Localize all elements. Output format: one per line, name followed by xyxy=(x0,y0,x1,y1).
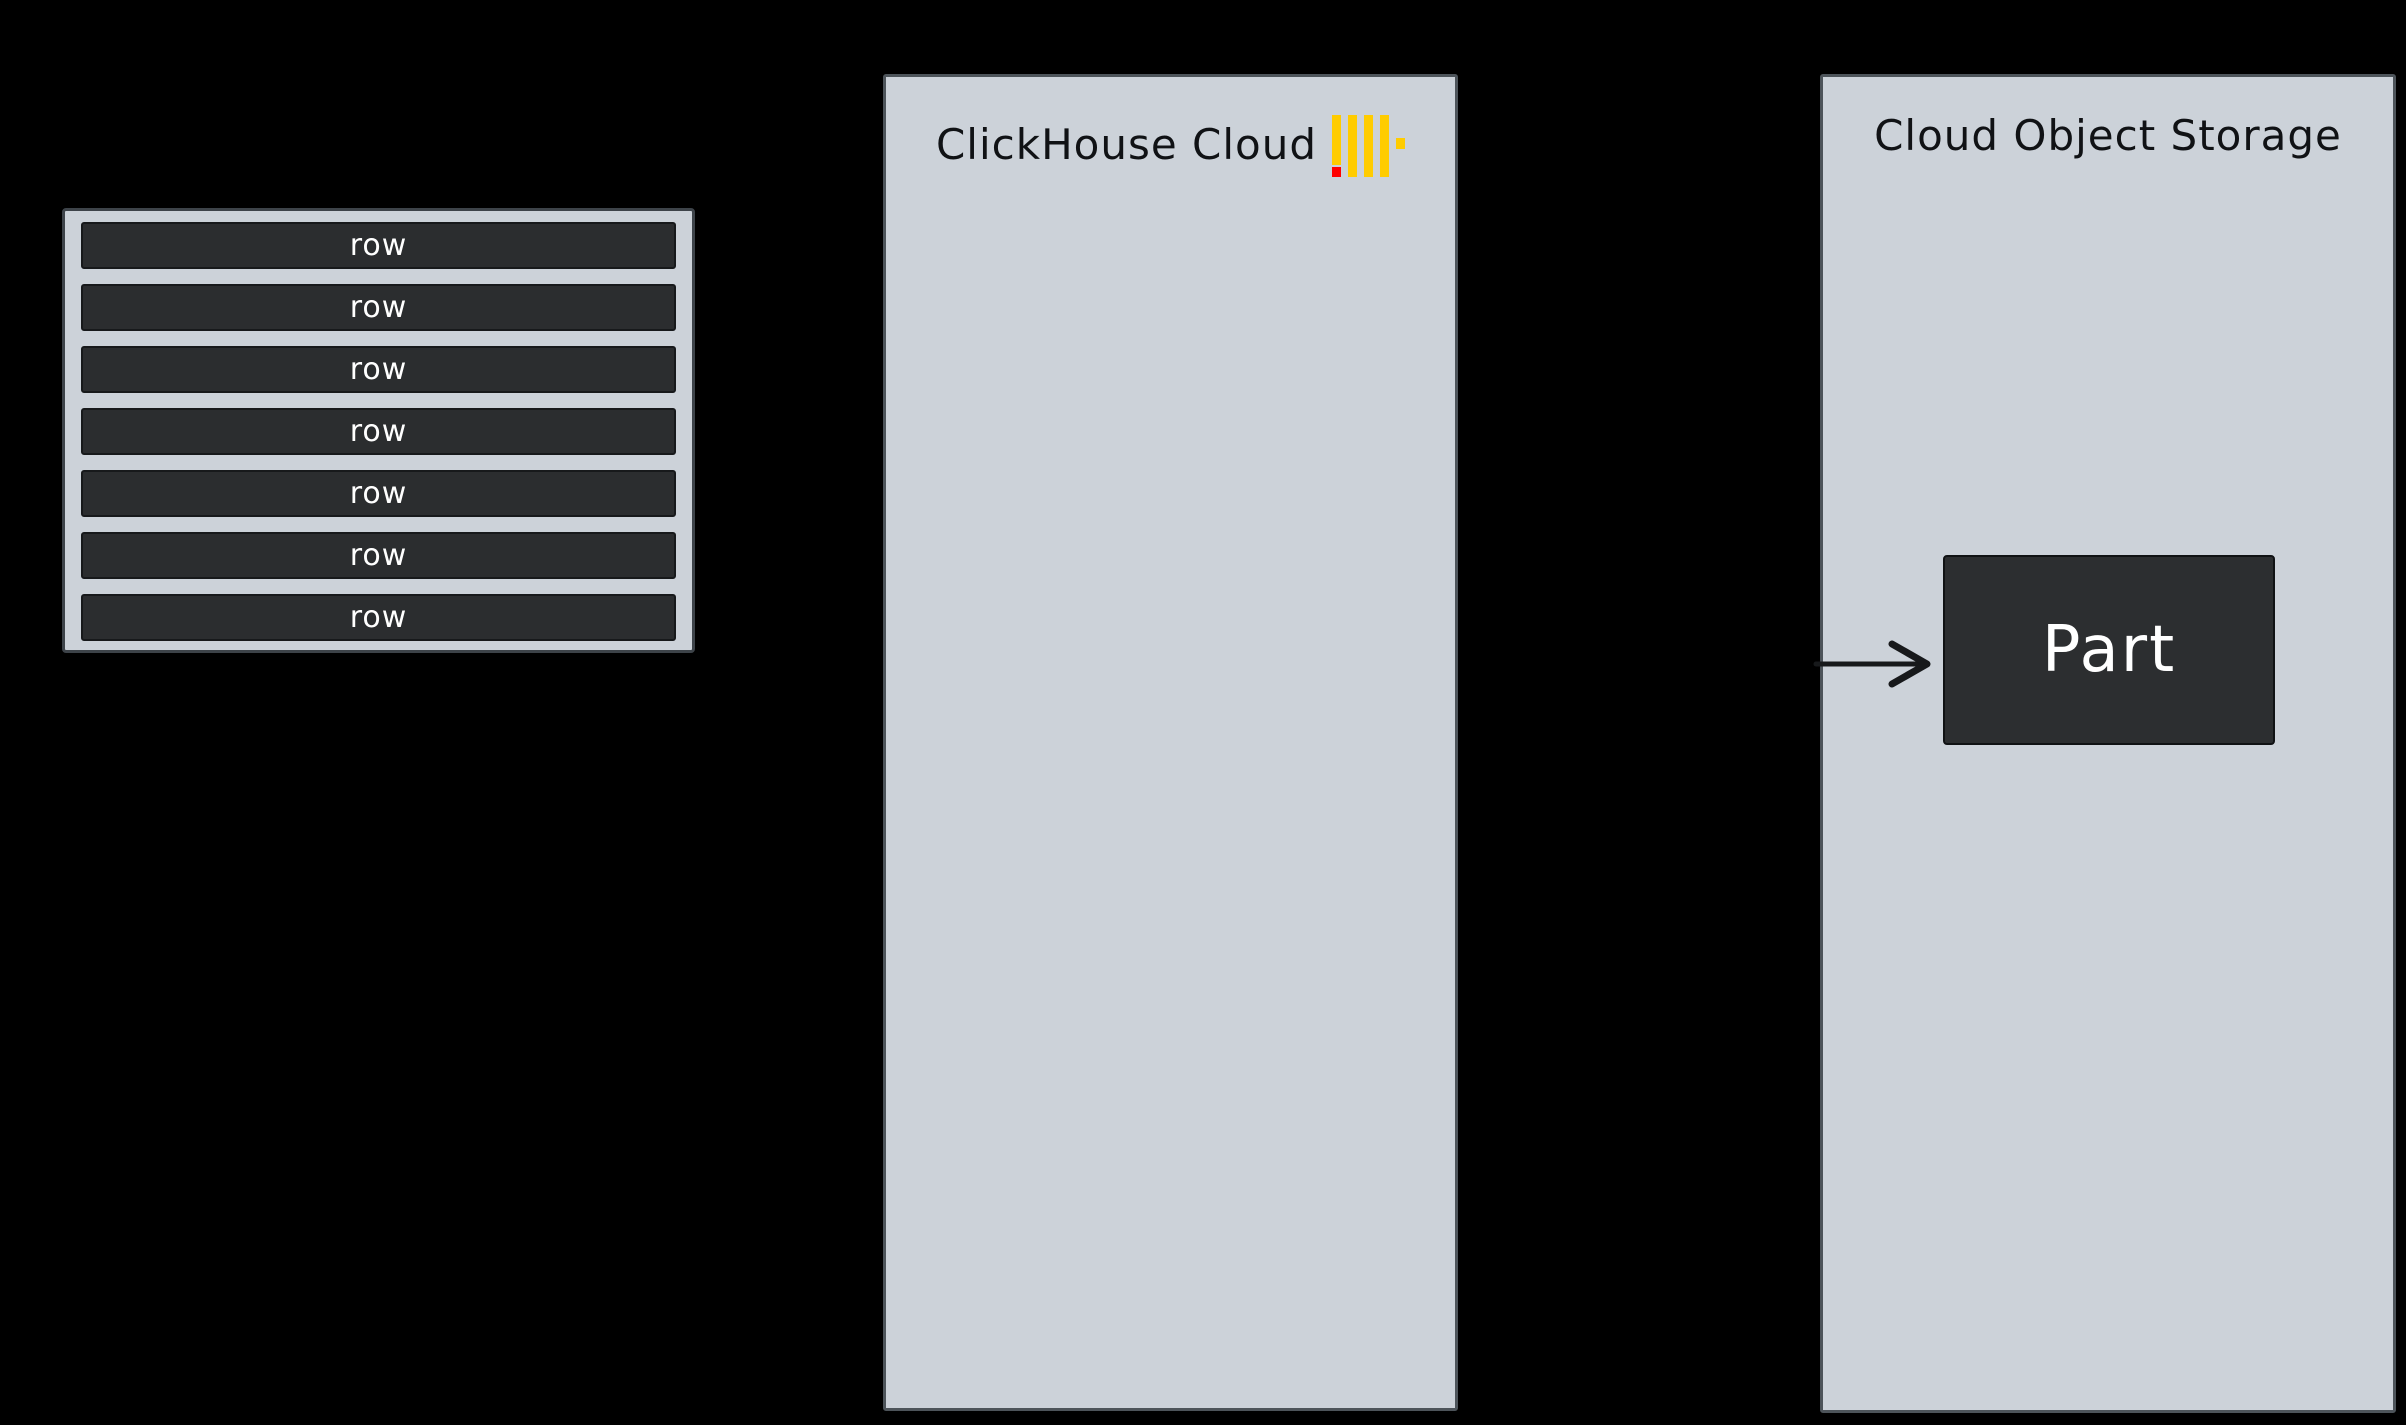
row-label: row xyxy=(349,538,408,573)
logo-bar xyxy=(1332,115,1342,177)
table-row: row xyxy=(81,594,676,641)
row-label: row xyxy=(349,228,408,263)
row-label: row xyxy=(349,414,408,449)
logo-bar xyxy=(1364,115,1374,177)
part-box: Part xyxy=(1943,555,2275,745)
rows-table: row row row row row row row xyxy=(62,208,695,653)
clickhouse-cloud-panel: ClickHouse Cloud xyxy=(883,74,1458,1411)
table-row: row xyxy=(81,408,676,455)
table-row: row xyxy=(81,222,676,269)
table-row: row xyxy=(81,284,676,331)
row-label: row xyxy=(349,476,408,511)
table-row: row xyxy=(81,532,676,579)
clickhouse-logo-icon xyxy=(1332,115,1406,177)
clickhouse-cloud-title: ClickHouse Cloud xyxy=(935,119,1318,169)
cloud-object-storage-header: Cloud Object Storage xyxy=(1823,111,2393,160)
logo-dot xyxy=(1396,138,1406,149)
logo-bar-red-segment xyxy=(1332,167,1342,177)
table-row: row xyxy=(81,346,676,393)
row-label: row xyxy=(349,352,408,387)
logo-bar-yellow-segment xyxy=(1332,115,1342,165)
arrow-right-icon xyxy=(1813,640,1931,688)
table-row: row xyxy=(81,470,676,517)
part-label: Part xyxy=(2041,613,2177,687)
logo-bar xyxy=(1380,115,1390,177)
logo-bar xyxy=(1348,115,1358,177)
clickhouse-cloud-header: ClickHouse Cloud xyxy=(886,111,1455,177)
cloud-object-storage-title: Cloud Object Storage xyxy=(1874,111,2342,160)
cloud-object-storage-panel: Cloud Object Storage Part xyxy=(1820,74,2396,1413)
row-label: row xyxy=(349,290,408,325)
row-label: row xyxy=(349,600,408,635)
